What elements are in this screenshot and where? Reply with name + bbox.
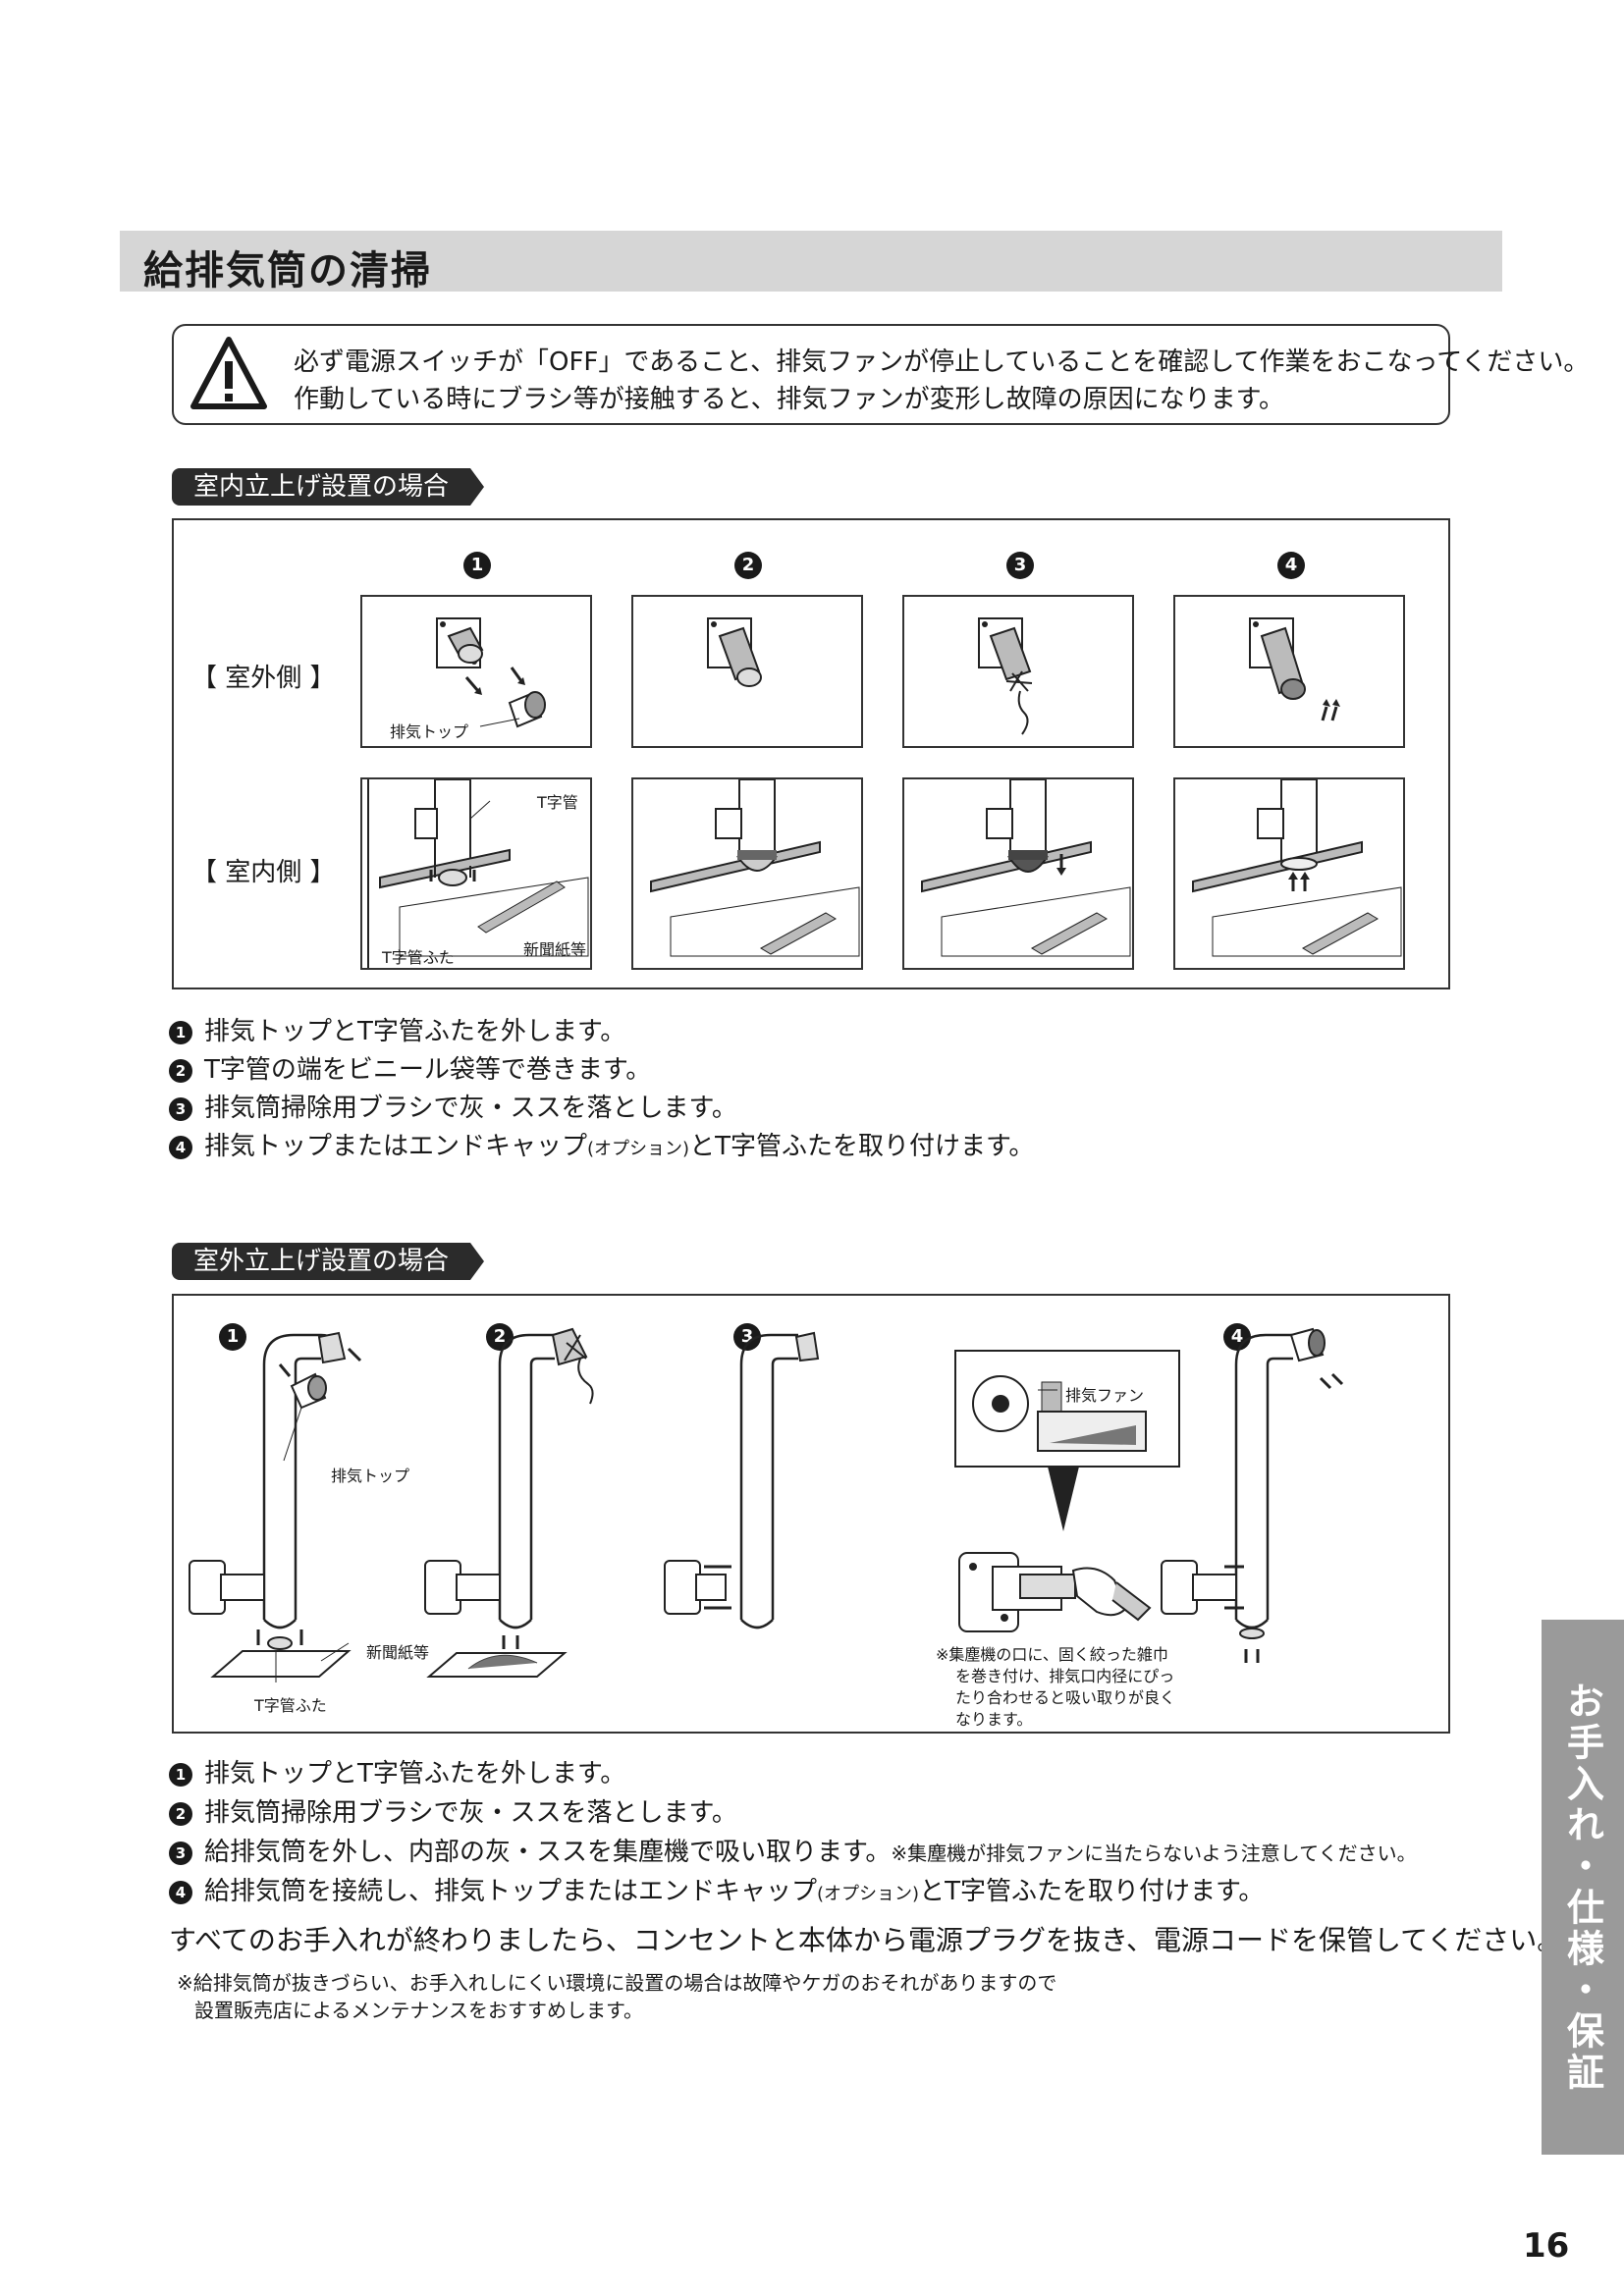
vacuum-note-line: を巻き付け、排気口内径にぴっ <box>955 1667 1175 1685</box>
warning-text-1: 必ず電源スイッチが「OFF」であること、排気ファンが停止していることを確認して作… <box>294 347 1590 377</box>
callout-t-pipe-cap: T字管ふた <box>254 1696 327 1715</box>
footnote-line-2: 設置販売店によるメンテナンスをおすすめします。 <box>194 1999 643 2022</box>
indoor-side-panel-3 <box>902 777 1134 970</box>
callout-t-pipe-cap: T字管ふた <box>382 948 455 967</box>
final-instruction: すべてのお手入れが終わりましたら、コンセントと本体から電源プラグを抜き、電源コー… <box>169 1924 1565 1956</box>
indoor-step-number: 2 <box>734 552 762 579</box>
vacuum-note-line: ※集塵機の口に、固く絞った雑巾 <box>936 1645 1168 1664</box>
outdoor-step-number: 2 <box>486 1323 514 1351</box>
vacuum-note-line: なります。 <box>955 1710 1033 1729</box>
section-header: 給排気筒の清掃 <box>120 231 1502 294</box>
warning-icon <box>190 337 267 409</box>
callout-exhaust-top: 排気トップ <box>331 1467 410 1485</box>
outdoor-illustration <box>189 1327 1344 1682</box>
t-pipe-illustration <box>921 779 1131 957</box>
outdoor-step-number: 4 <box>1223 1323 1251 1351</box>
side-tab-label: お手入れ・仕様・保証 <box>1560 1681 1604 2094</box>
indoor-section-label: 室内立上げ設置の場合 <box>172 468 485 506</box>
vent-illustration <box>978 617 1033 735</box>
outdoor-section-label: 室外立上げ設置の場合 <box>172 1243 485 1280</box>
outdoor-side-panel-2 <box>631 595 863 748</box>
page-number: 16 <box>1523 2226 1570 2266</box>
side-tab[interactable]: お手入れ・仕様・保証 <box>1542 1620 1624 2155</box>
t-pipe-illustration <box>367 779 589 968</box>
vacuum-note-line: たり合わせると吸い取りが良く <box>955 1688 1176 1707</box>
indoor-step-number: 1 <box>463 552 491 579</box>
vent-illustration <box>1249 617 1340 721</box>
row-label-indoor: 【 室内側 】 <box>191 858 336 887</box>
warning-box: 必ず電源スイッチが「OFF」であること、排気ファンが停止していることを確認して作… <box>172 324 1589 425</box>
callout-exhaust-fan: 排気ファン <box>1065 1386 1145 1405</box>
outdoor-side-panel-4 <box>1173 595 1405 748</box>
vent-illustration <box>707 617 762 687</box>
callout-newspaper: 新聞紙等 <box>523 940 587 959</box>
outdoor-side-panel-1: 排気トップ <box>360 595 592 748</box>
callout-t-pipe: T字管 <box>537 793 578 812</box>
t-pipe-illustration <box>1192 779 1402 957</box>
outdoor-side-panel-3 <box>902 595 1134 748</box>
outdoor-step-number: 1 <box>219 1323 246 1351</box>
row-label-outdoor: 【 室外側 】 <box>191 664 336 693</box>
indoor-figure: 1 2 3 4 【 室外側 】 【 室内側 】 排気トップ <box>172 518 1450 989</box>
outdoor-figure: 1 2 3 4 <box>172 1294 1450 1734</box>
indoor-step-number: 4 <box>1277 552 1305 579</box>
indoor-side-panel-2 <box>631 777 863 970</box>
footnote-line-1: ※給排気筒が抜きづらい、お手入れしにくい環境に設置の場合は故障やケガのおそれがあ… <box>177 1971 1057 1995</box>
page-title: 給排気筒の清掃 <box>143 248 432 294</box>
indoor-step-number: 3 <box>1006 552 1034 579</box>
indoor-side-panel-1: T字管 T字管ふた 新聞紙等 <box>360 777 592 970</box>
warning-text-2: 作動している時にブラシ等が接触すると、排気ファンが変形し故障の原因になります。 <box>294 385 1285 414</box>
t-pipe-illustration <box>650 779 860 957</box>
vent-illustration <box>436 617 546 728</box>
callout-newspaper: 新聞紙等 <box>366 1643 430 1662</box>
indoor-side-panel-4 <box>1173 777 1405 970</box>
callout-exhaust-top: 排気トップ <box>390 722 469 741</box>
